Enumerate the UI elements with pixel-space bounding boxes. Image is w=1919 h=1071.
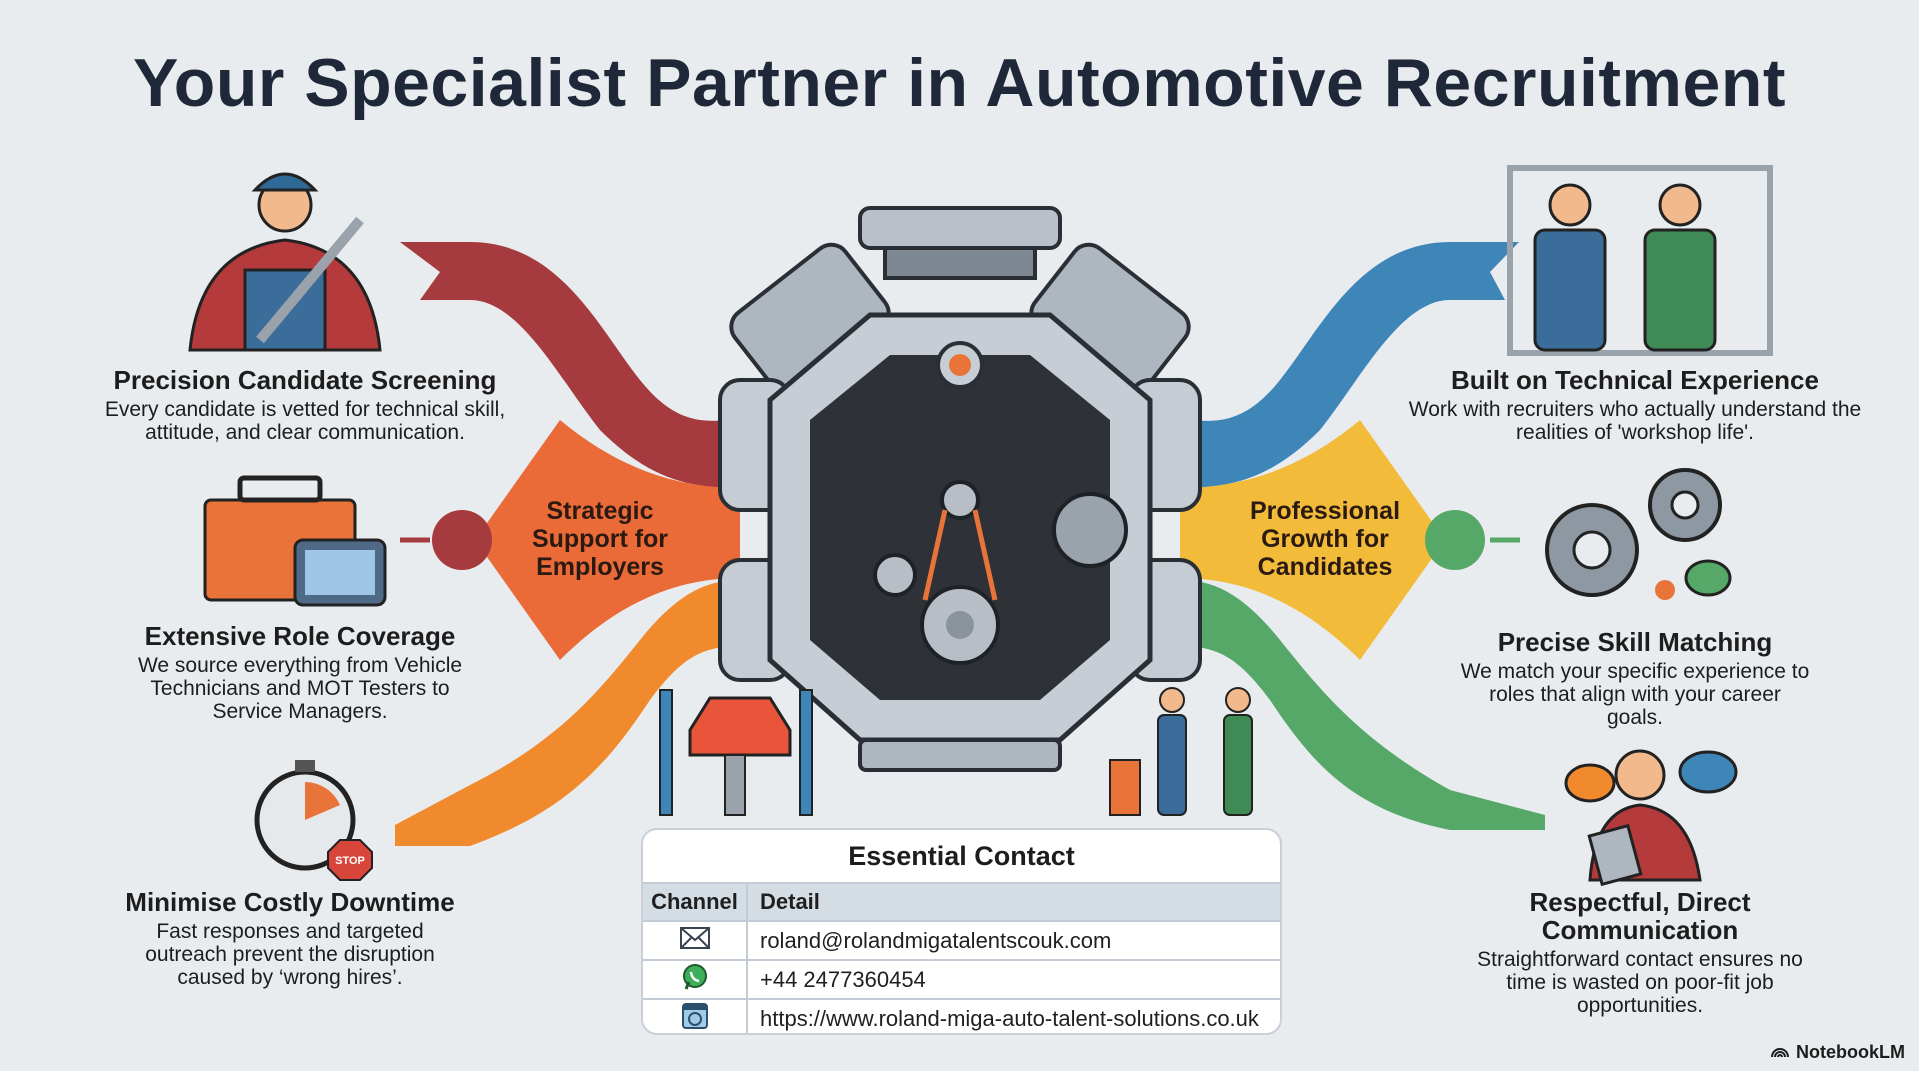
contact-phone[interactable]: +44 2477360454 (747, 959, 1280, 999)
notebooklm-logo-icon (1770, 1042, 1790, 1063)
card-text: Fast responses and targeted outreach pre… (145, 920, 435, 989)
green-band (1180, 580, 1545, 830)
card-text: Straightforward contact ensures no time … (1477, 948, 1803, 1017)
workers-handshake-icon (1109, 687, 1253, 816)
card-title: Respectful, Direct Communication (1529, 887, 1751, 945)
gears-and-chat-icon (1545, 468, 1732, 600)
column-header-channel: Channel (643, 882, 748, 921)
candidates-hub-label: Professional Growth for Candidates (1249, 497, 1401, 581)
v-engine-illustration (718, 206, 1202, 772)
contact-website[interactable]: https://www.roland-miga-auto-talent-solu… (747, 998, 1280, 1033)
left-hub-node (432, 510, 492, 570)
card-text: Every candidate is vetted for technical … (104, 398, 506, 444)
stopwatch-stop-icon: STOP (254, 760, 373, 881)
website-icon (681, 1002, 709, 1034)
card-title: Minimise Costly Downtime (125, 887, 455, 917)
contact-email[interactable]: roland@rolandmigatalentscouk.com (747, 920, 1280, 960)
toolbox-and-tablet-icon (203, 475, 387, 607)
card-role-coverage: Extensive Role Coverage We source everyt… (115, 622, 485, 723)
card-text: We source everything from Vehicle Techni… (137, 654, 463, 723)
email-icon (679, 926, 710, 954)
table-header-row: Channel Detail (643, 882, 1280, 921)
card-title: Precision Candidate Screening (113, 365, 497, 395)
whatsapp-icon (681, 963, 709, 996)
card-minimise-downtime: Minimise Costly Downtime Fast responses … (125, 888, 455, 989)
mechanic-with-caliper-icon (188, 172, 382, 352)
orange-hub (475, 420, 740, 660)
car-lift-icon (659, 689, 813, 816)
contact-table: Channel Detail roland@rolandmigatalentsc… (643, 882, 1280, 1034)
card-title: Precise Skill Matching (1497, 627, 1773, 657)
mechanic-with-clipboard-icon (1564, 749, 1738, 887)
card-text: We match your specific experience to rol… (1460, 660, 1810, 729)
card-precision-screening: Precision Candidate Screening Every cand… (90, 366, 520, 444)
page-title: Your Specialist Partner in Automotive Re… (132, 45, 1787, 121)
footer-brand: NotebookLM (1770, 1042, 1905, 1063)
svg-text:STOP: STOP (335, 855, 365, 867)
card-title: Extensive Role Coverage (144, 621, 456, 651)
card-title: Built on Technical Experience (1451, 365, 1819, 395)
blue-band (1180, 242, 1519, 488)
column-header-detail: Detail (747, 882, 1280, 921)
contact-title: Essential Contact (848, 841, 1075, 871)
contact-table-panel: Essential Contact Channel Detail roland@… (641, 828, 1282, 1035)
table-row: https://www.roland-miga-auto-talent-solu… (643, 998, 1280, 1034)
table-row: roland@rolandmigatalentscouk.com (643, 920, 1280, 960)
card-direct-communication: Respectful, Direct Communication Straigh… (1470, 888, 1810, 1017)
mechanics-handshake-icon (1507, 165, 1773, 356)
card-technical-experience: Built on Technical Experience Work with … (1400, 366, 1870, 444)
right-hub-node (1425, 510, 1485, 570)
employers-hub-label: Strategic Support for Employers (531, 497, 669, 581)
yellow-hub (1180, 420, 1445, 660)
card-skill-matching: Precise Skill Matching We match your spe… (1460, 628, 1810, 729)
orange-band (395, 580, 740, 846)
card-text: Work with recruiters who actually unders… (1408, 398, 1862, 444)
red-band (400, 242, 740, 488)
table-row: +44 2477360454 (643, 959, 1280, 999)
brand-name: NotebookLM (1796, 1042, 1905, 1062)
